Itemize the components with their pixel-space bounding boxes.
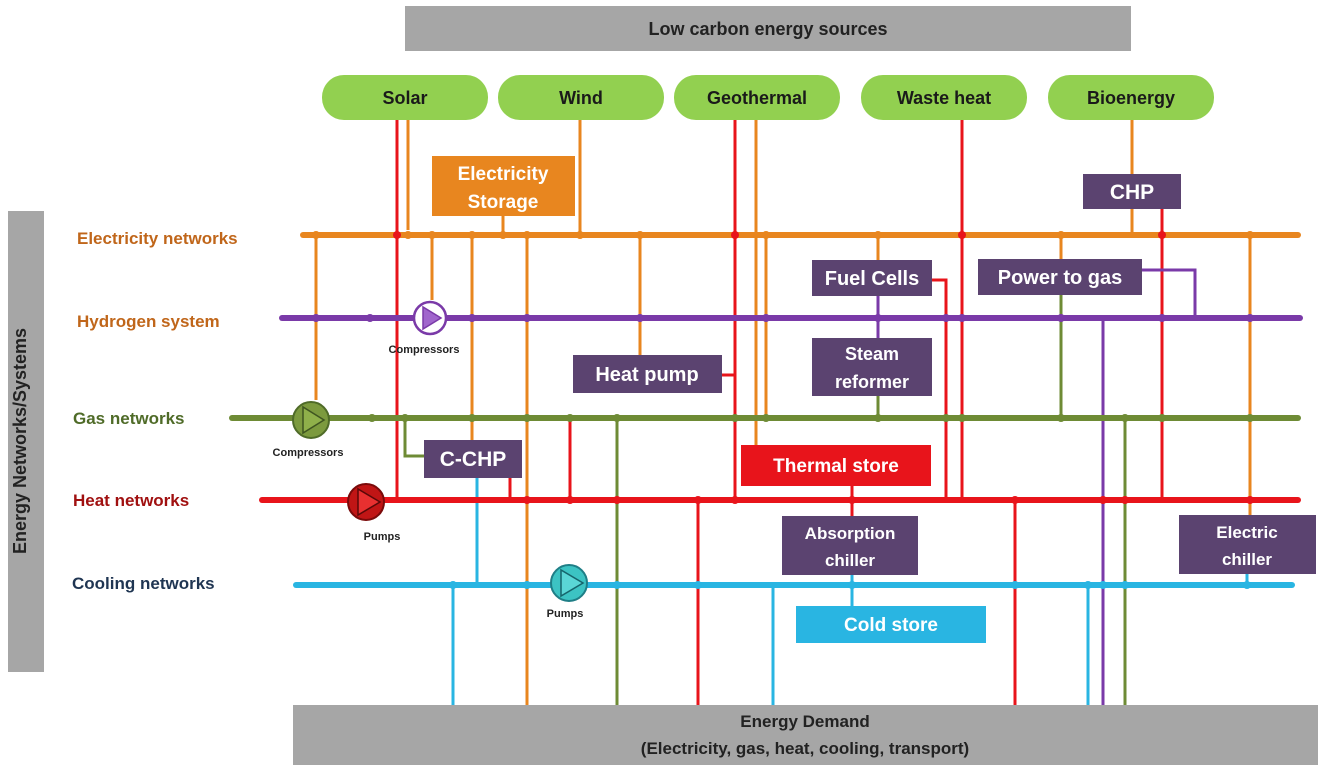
absorption-chiller-box: Absorption chiller: [782, 516, 918, 575]
steam-reformer-line2: reformer: [835, 372, 909, 392]
side-bar-label: Energy Networks/Systems: [10, 328, 30, 554]
heat-pump-device-label: Pumps: [364, 531, 401, 543]
source-geothermal-label: Geothermal: [707, 88, 807, 108]
heat-pump-device-icon: [347, 483, 385, 521]
h2-compressor-label: Compressors: [389, 344, 460, 356]
electric-chiller-line2: chiller: [1222, 550, 1272, 569]
components: Electricity Storage CHP Fuel Cells Power…: [424, 156, 1316, 643]
label-cooling-networks: Cooling networks: [72, 574, 215, 593]
electric-chiller-line1: Electric: [1216, 523, 1277, 542]
label-electricity-networks: Electricity networks: [77, 229, 238, 248]
source-waste-heat: Waste heat: [861, 75, 1027, 120]
source-wind-label: Wind: [559, 88, 603, 108]
chp-box: CHP: [1083, 174, 1181, 209]
h2-compressor-icon: [412, 300, 448, 336]
side-bar: Energy Networks/Systems: [8, 211, 44, 672]
thermal-store-label: Thermal store: [773, 456, 899, 477]
bottom-bar: Energy Demand (Electricity, gas, heat, c…: [293, 705, 1318, 765]
steam-reformer-line1: Steam: [845, 344, 899, 364]
power-to-gas-label: Power to gas: [998, 267, 1122, 289]
gas-compressor-icon: [292, 401, 330, 439]
c-chp-label: C-CHP: [440, 448, 507, 471]
fuel-cells-box: Fuel Cells: [812, 260, 932, 296]
cooling-pump-device-label: Pumps: [547, 608, 584, 620]
junction-dots: [312, 231, 1254, 589]
electric-chiller-box: Electric chiller: [1179, 515, 1316, 574]
electricity-storage-box: Electricity Storage: [432, 156, 575, 216]
label-hydrogen-system: Hydrogen system: [77, 312, 220, 331]
heat-pump-label: Heat pump: [595, 364, 698, 386]
absorption-chiller-line1: Absorption: [805, 524, 896, 543]
label-gas-networks: Gas networks: [73, 409, 185, 428]
devices: Compressors Compressors Pumps Pumps: [273, 300, 588, 620]
electricity-storage-line2: Storage: [468, 192, 539, 213]
bottom-bar-line1: Energy Demand: [740, 712, 869, 731]
thermal-store-box: Thermal store: [741, 445, 931, 486]
top-bar: Low carbon energy sources: [405, 6, 1131, 51]
source-geothermal: Geothermal: [674, 75, 840, 120]
sources: Solar Wind Geothermal Waste heat Bioener…: [322, 75, 1214, 120]
cold-store-box: Cold store: [796, 606, 986, 643]
source-waste-heat-label: Waste heat: [897, 88, 991, 108]
heat-pump-box: Heat pump: [573, 355, 722, 393]
source-wind: Wind: [498, 75, 664, 120]
absorption-chiller-line2: chiller: [825, 551, 875, 570]
steam-reformer-box: Steam reformer: [812, 338, 932, 396]
heat-connectors: [395, 118, 1164, 705]
source-bioenergy-label: Bioenergy: [1087, 88, 1175, 108]
cooling-pump-device-icon: [550, 564, 588, 602]
source-bioenergy: Bioenergy: [1048, 75, 1214, 120]
source-solar: Solar: [322, 75, 488, 120]
fuel-cells-label: Fuel Cells: [825, 268, 919, 290]
bottom-bar-line2: (Electricity, gas, heat, cooling, transp…: [641, 739, 969, 758]
label-heat-networks: Heat networks: [73, 491, 189, 510]
source-solar-label: Solar: [382, 88, 427, 108]
chp-label: CHP: [1110, 181, 1154, 204]
power-to-gas-box: Power to gas: [978, 259, 1142, 295]
network-labels: Electricity networks Hydrogen system Gas…: [72, 229, 238, 593]
top-bar-label: Low carbon energy sources: [648, 19, 887, 39]
gas-compressor-label: Compressors: [273, 447, 344, 459]
c-chp-box: C-CHP: [424, 440, 522, 478]
cold-store-label: Cold store: [844, 615, 938, 636]
electricity-storage-line1: Electricity: [458, 164, 549, 185]
